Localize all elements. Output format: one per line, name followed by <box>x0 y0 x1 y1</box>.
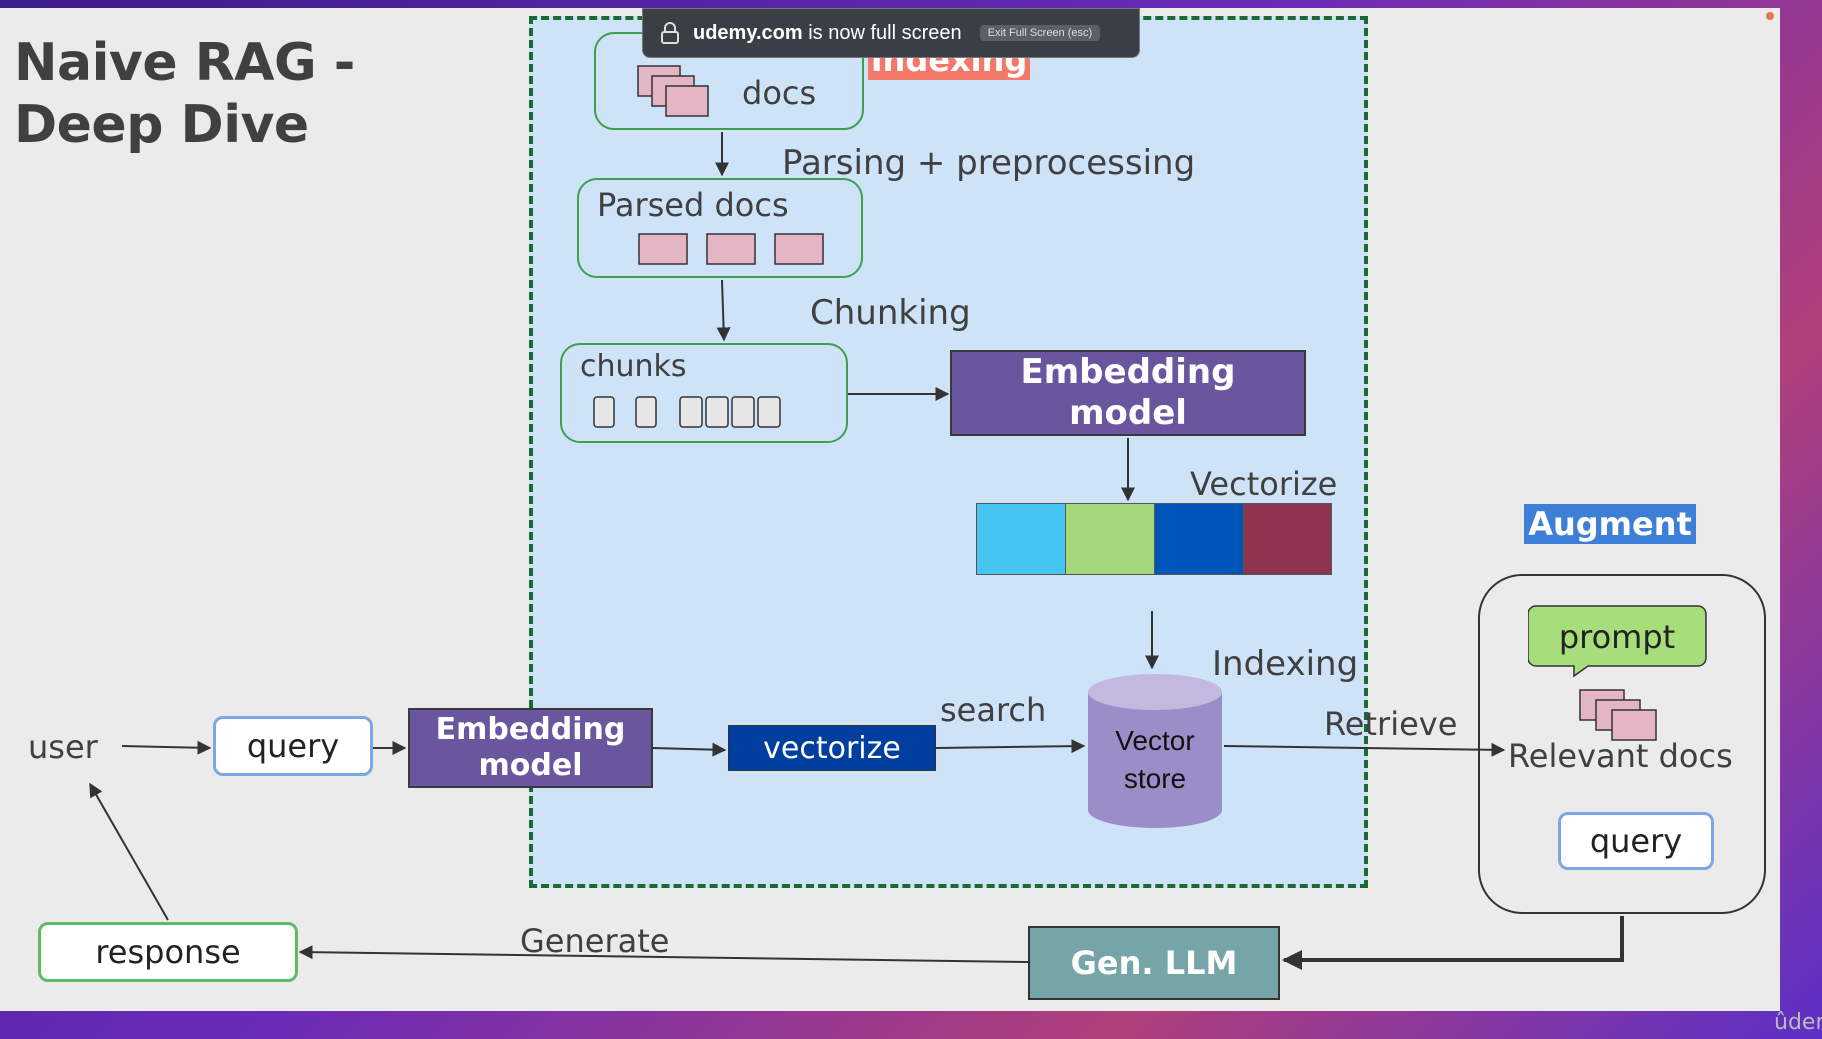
vector-store-icon <box>1088 674 1222 828</box>
fullscreen-notification: udemy.com is now full screen Exit Full S… <box>642 8 1140 58</box>
arrow-user-to-query <box>121 740 212 755</box>
query-box: query <box>213 716 373 776</box>
parsing-label: Parsing + preprocessing <box>782 143 1196 183</box>
prompt-bubble-icon <box>1528 605 1707 678</box>
watermark: ûdem <box>1774 1010 1822 1035</box>
vector-store-line1: Vector <box>1115 725 1195 756</box>
notification-site: udemy.com <box>693 21 803 44</box>
parsed-docs-label: Parsed docs <box>597 186 789 224</box>
docs-box: docs <box>594 32 864 130</box>
vector-store-label: Vector store <box>1086 722 1224 798</box>
generate-label: Generate <box>520 922 670 960</box>
user-label: user <box>28 728 98 766</box>
retrieve-label: Retrieve <box>1324 705 1458 743</box>
parsed-docs-box: Parsed docs <box>577 178 863 278</box>
vector-cell-4 <box>1243 503 1332 575</box>
search-label: search <box>940 691 1047 729</box>
embedding-vector <box>976 503 1332 575</box>
slide-title: Naive RAG - Deep Dive <box>14 32 355 156</box>
notification-message: is now full screen <box>802 21 962 44</box>
chunks-box: chunks <box>560 343 848 443</box>
vector-cell-3 <box>1154 503 1244 575</box>
slide: Naive RAG - Deep Dive Indexing docs Pars… <box>0 8 1780 1011</box>
store-indexing-label: Indexing <box>1212 644 1359 684</box>
slide-title-line1: Naive RAG - <box>14 33 355 93</box>
recording-dot-icon <box>1766 12 1774 20</box>
lock-icon <box>661 22 679 44</box>
docs-label: docs <box>742 74 817 112</box>
parsed-docs-icons <box>638 233 824 265</box>
query-embedding-model: Embedding model <box>408 708 653 788</box>
indexing-embedding-model: Embedding model <box>950 350 1306 436</box>
arrow-vectorize-to-store <box>935 739 1086 754</box>
chunks-label: chunks <box>580 349 687 384</box>
relevant-docs-stack-icon <box>1579 689 1657 741</box>
arrow-llm-to-response <box>298 945 1029 963</box>
augment-tag: Augment <box>1524 504 1696 544</box>
query-embedding-line2: model <box>478 748 583 783</box>
indexing-embedding-line1: Embedding <box>1020 352 1236 393</box>
exit-fullscreen-button[interactable]: Exit Full Screen (esc) <box>979 25 1101 41</box>
vectorize-box: vectorize <box>728 725 936 771</box>
arrow-store-to-relevant <box>1223 742 1506 757</box>
query-embedding-line1: Embedding <box>435 712 626 747</box>
gen-llm-box: Gen. LLM <box>1028 926 1280 1000</box>
arrow-parsed-to-chunks <box>716 279 731 342</box>
prompt-label: prompt <box>1558 618 1676 656</box>
chunks-icons <box>593 396 781 428</box>
slide-title-line2: Deep Dive <box>14 95 309 155</box>
vector-store-line2: store <box>1123 763 1187 794</box>
vectorize-label: Vectorize <box>1190 465 1338 503</box>
vector-cell-1 <box>976 503 1066 575</box>
arrow-response-to-user <box>89 782 169 921</box>
response-box: response <box>38 922 298 982</box>
indexing-embedding-line2: model <box>1069 393 1187 433</box>
arrow-augment-to-llm <box>1282 916 1624 970</box>
vector-cell-2 <box>1065 503 1155 575</box>
indexing-region <box>529 16 1368 888</box>
documents-stack-icon <box>637 65 709 117</box>
chunking-label: Chunking <box>810 293 971 333</box>
augment-query-box: query <box>1558 812 1714 870</box>
relevant-docs-label: Relevant docs <box>1508 737 1733 775</box>
arrow-embedding-to-vectorize <box>652 742 727 757</box>
connector-arrows <box>89 132 1624 970</box>
